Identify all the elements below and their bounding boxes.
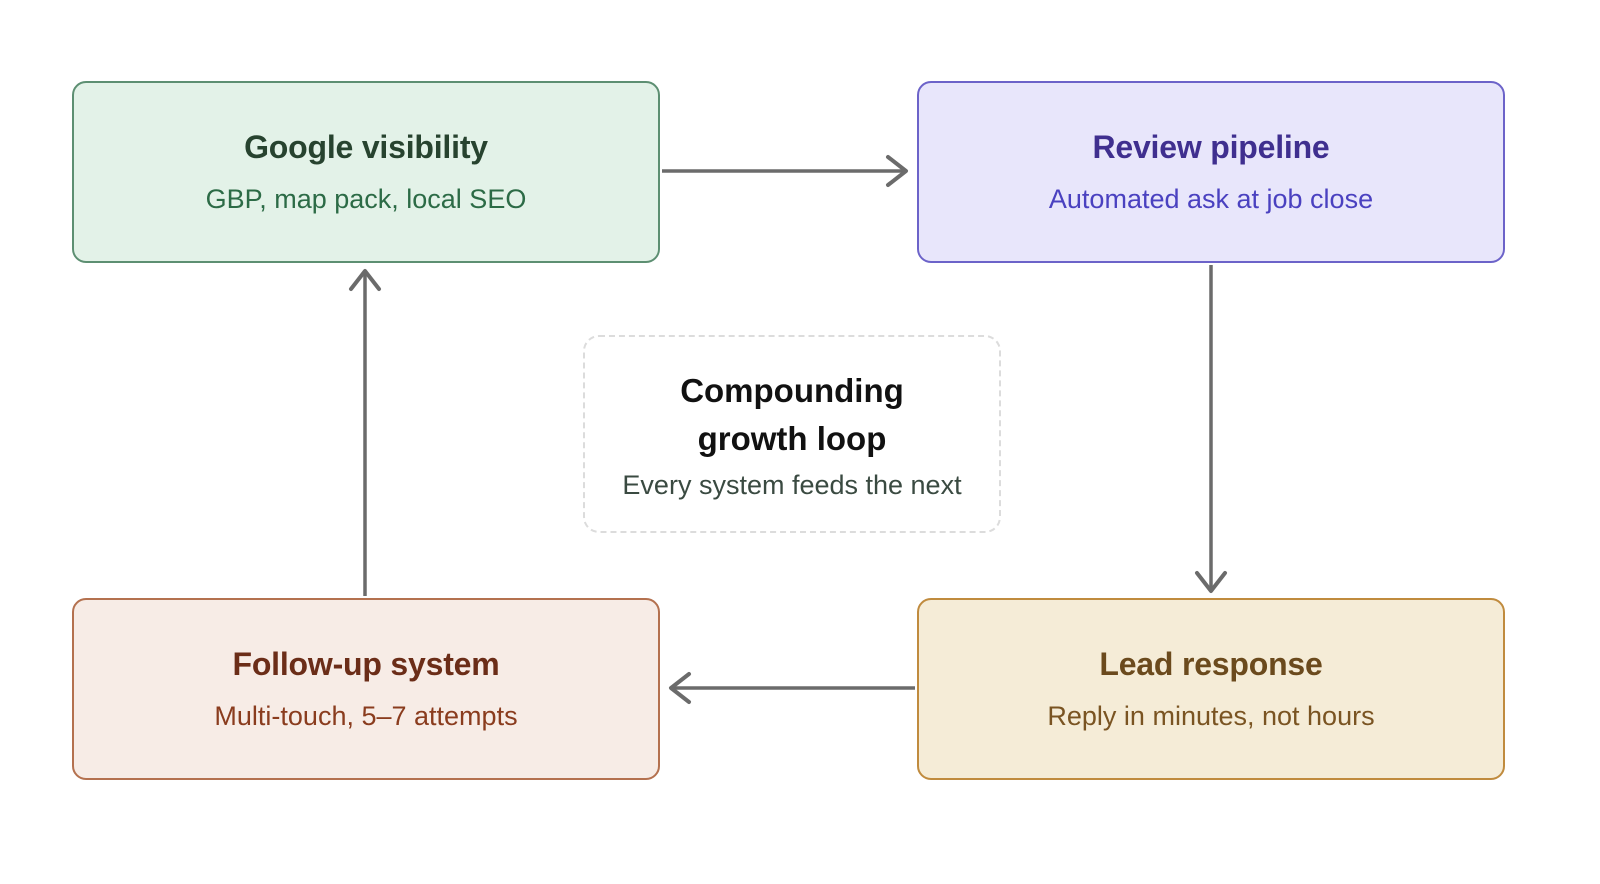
node-review-pipeline-title: Review pipeline [1092, 128, 1330, 165]
node-follow-up-system[interactable]: Follow-up system Multi-touch, 5–7 attemp… [72, 598, 660, 780]
node-review-pipeline[interactable]: Review pipeline Automated ask at job clo… [917, 81, 1505, 263]
node-lead-response-subtitle: Reply in minutes, not hours [1047, 700, 1375, 731]
center-note-box: Compounding growth loop Every system fee… [583, 335, 1001, 533]
center-note-title: Compounding growth loop [680, 371, 904, 457]
edge-followup-to-google-arrow [349, 269, 381, 596]
edge-lead-to-followup-arrow [669, 672, 915, 704]
node-google-visibility[interactable]: Google visibility GBP, map pack, local S… [72, 81, 660, 263]
center-note-subtitle: Every system feeds the next [622, 469, 962, 500]
node-review-pipeline-subtitle: Automated ask at job close [1048, 183, 1374, 214]
node-follow-up-system-title: Follow-up system [232, 645, 500, 682]
node-google-visibility-subtitle: GBP, map pack, local SEO [205, 183, 527, 214]
node-lead-response[interactable]: Lead response Reply in minutes, not hour… [917, 598, 1505, 780]
edge-google-to-review-arrow [662, 155, 908, 187]
node-follow-up-system-subtitle: Multi-touch, 5–7 attempts [214, 700, 518, 731]
node-lead-response-title: Lead response [1099, 645, 1323, 682]
node-google-visibility-title: Google visibility [244, 128, 488, 165]
edge-review-to-lead-arrow [1195, 265, 1227, 593]
